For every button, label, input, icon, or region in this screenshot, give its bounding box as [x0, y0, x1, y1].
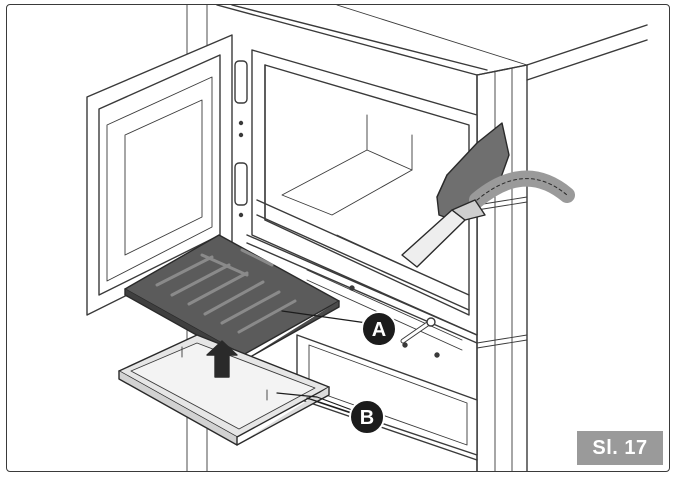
- callout-b: B: [349, 399, 385, 435]
- callout-a: A: [361, 311, 397, 347]
- ashpan-b: [118, 334, 330, 446]
- up-arrow-icon: [206, 340, 238, 378]
- callout-a-label: A: [372, 319, 386, 341]
- figure-label: Sl. 17: [577, 431, 663, 465]
- vacuum-hose-icon: [401, 170, 575, 268]
- callout-leaders: [276, 310, 368, 414]
- figure-frame: A B Sl. 17: [6, 4, 670, 472]
- stove-cleaning-illustration: A B: [86, 5, 648, 471]
- open-door: [86, 34, 248, 316]
- callout-b-label: B: [360, 407, 374, 429]
